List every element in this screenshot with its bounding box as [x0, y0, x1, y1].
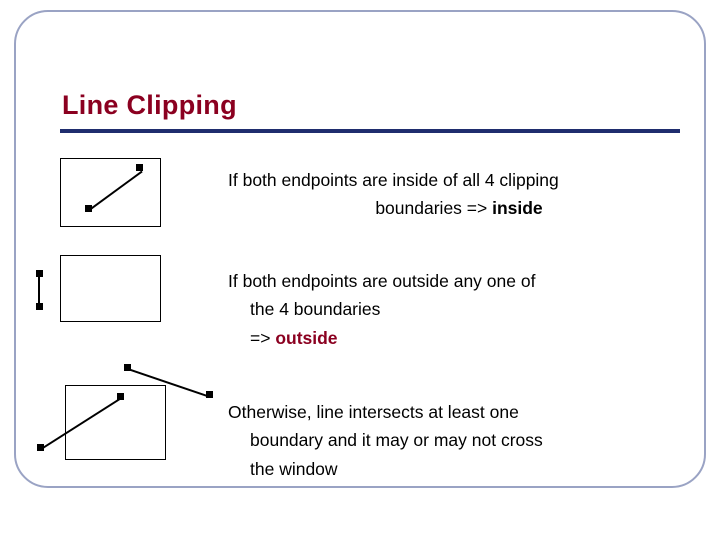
line-endpoint-3a1	[124, 364, 131, 371]
emphasis-inside: inside	[492, 198, 543, 219]
line-endpoint-3b1	[37, 444, 44, 451]
paragraph-inside: If both endpoints are inside of all 4 cl…	[228, 166, 690, 223]
paragraph-otherwise-line1: Otherwise, line intersects at least one	[228, 402, 519, 422]
clip-window-rect-1	[60, 158, 161, 227]
paragraph-otherwise: Otherwise, line intersects at least one …	[228, 398, 690, 483]
clip-window-rect-2	[60, 255, 161, 322]
clip-window-rect-3	[65, 385, 166, 460]
paragraph-inside-line2: boundaries => inside	[375, 198, 543, 219]
emphasis-outside: outside	[275, 327, 338, 348]
page-title: Line Clipping	[62, 90, 237, 120]
paragraph-otherwise-line2: boundary and it may or may not cross	[250, 430, 543, 451]
title-underline-rule	[60, 129, 680, 133]
paragraph-outside: If both endpoints are outside any one of…	[228, 267, 690, 352]
paragraph-inside-line1: If both endpoints are inside of all 4 cl…	[228, 170, 559, 190]
line-endpoint-3b2	[117, 393, 124, 400]
line-endpoint-1a	[85, 205, 92, 212]
slide-border-frame	[14, 10, 706, 488]
line-endpoint-1b	[136, 164, 143, 171]
line-endpoint-2b	[36, 303, 43, 310]
line-endpoint-3a2	[206, 391, 213, 398]
paragraph-outside-line3: => outside	[250, 327, 338, 348]
paragraph-otherwise-line3: the window	[250, 458, 338, 479]
line-endpoint-2a	[36, 270, 43, 277]
paragraph-outside-line1: If both endpoints are outside any one of	[228, 271, 536, 291]
paragraph-outside-line2: the 4 boundaries	[250, 299, 381, 320]
